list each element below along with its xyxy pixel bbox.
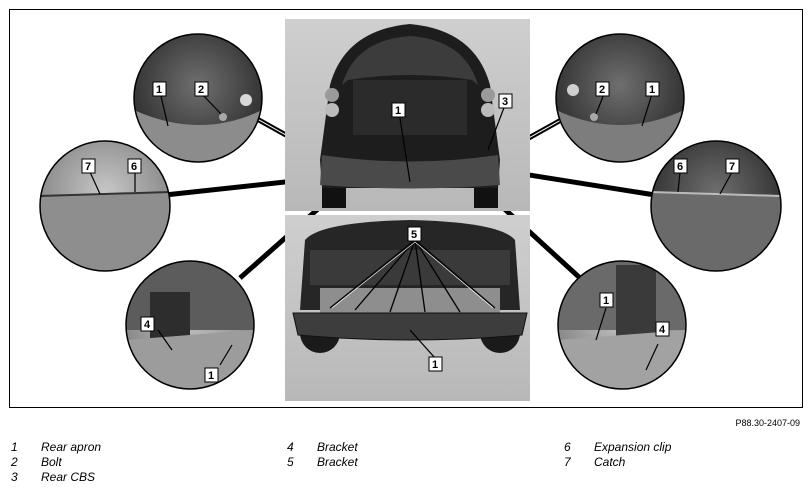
svg-text:6: 6 <box>131 161 137 173</box>
svg-text:5: 5 <box>411 229 417 241</box>
legend-item: 2 Bolt <box>11 455 101 470</box>
svg-text:1: 1 <box>395 105 401 117</box>
svg-text:1: 1 <box>432 359 438 371</box>
callout-1-car-bottom: 1 <box>428 356 443 372</box>
callout-2-top-left: 2 <box>194 81 209 97</box>
callout-1-bottom-left: 1 <box>204 367 219 383</box>
legend-number: 6 <box>564 440 571 454</box>
callout-2-top-right: 2 <box>595 81 610 97</box>
svg-text:4: 4 <box>659 324 666 336</box>
legend-item: 5 Bracket <box>287 455 358 470</box>
svg-text:7: 7 <box>85 161 91 173</box>
legend-column-1: 1 Rear apron 2 Bolt 3 Rear CBS <box>11 440 101 485</box>
callout-1-bottom-right: 1 <box>599 292 614 308</box>
callout-leaders <box>398 104 506 183</box>
legend-item: 3 Rear CBS <box>11 470 101 485</box>
figure-reference-code: P88.30-2407-09 <box>735 418 800 428</box>
underside-view-photo <box>285 215 530 401</box>
svg-text:2: 2 <box>198 84 204 96</box>
legend-number: 4 <box>287 440 294 454</box>
callout-7-mid-right: 7 <box>725 158 740 174</box>
legend-label: Bracket <box>317 440 358 454</box>
svg-text:1: 1 <box>603 295 609 307</box>
legend-label: Rear apron <box>41 440 102 454</box>
svg-text:3: 3 <box>502 96 508 108</box>
svg-text:2: 2 <box>599 84 605 96</box>
callout-5-car-bottom: 5 <box>407 226 422 242</box>
callout-1-car-top: 1 <box>391 102 406 118</box>
callout-4-bottom-left: 4 <box>140 316 155 332</box>
legend-item: 4 Bracket <box>287 440 358 455</box>
legend-label: Catch <box>594 455 626 469</box>
detail-circle-apron-bolt-left <box>133 33 263 163</box>
callout-labels: 1 2 7 6 4 1 1 3 5 1 2 1 6 7 1 4 <box>81 81 740 383</box>
legend-number: 3 <box>11 470 18 484</box>
legend-label: Bracket <box>317 455 358 469</box>
svg-text:1: 1 <box>649 84 655 96</box>
svg-text:1: 1 <box>208 370 214 382</box>
callout-6-mid-right: 6 <box>673 158 688 174</box>
callout-1-top-right: 1 <box>645 81 660 97</box>
callout-4-bottom-right: 4 <box>655 321 670 337</box>
detail-circle-catch-clip-right <box>650 140 782 272</box>
detail-circle-apron-bolt-right <box>555 33 685 163</box>
detail-circle-bracket-right <box>557 260 687 390</box>
rear-view-photo <box>285 19 530 211</box>
legend-column-3: 6 Expansion clip 7 Catch <box>564 440 671 470</box>
callout-1-top-left: 1 <box>152 81 167 97</box>
svg-text:4: 4 <box>144 319 151 331</box>
svg-text:6: 6 <box>677 161 683 173</box>
detail-circle-catch-clip-left <box>39 140 171 272</box>
legend-item: 6 Expansion clip <box>564 440 671 455</box>
callout-7-mid-left: 7 <box>81 158 96 174</box>
legend-number: 5 <box>287 455 294 469</box>
legend-number: 2 <box>11 455 18 469</box>
callout-3-car-top: 3 <box>498 93 513 109</box>
svg-text:1: 1 <box>156 84 162 96</box>
legend-label: Bolt <box>41 455 62 469</box>
legend-number: 1 <box>11 440 18 454</box>
legend-item: 1 Rear apron <box>11 440 101 455</box>
legend-label: Expansion clip <box>594 440 672 454</box>
callout-6-mid-left: 6 <box>127 158 142 174</box>
exploded-diagram: 1 2 7 6 4 1 1 3 5 1 2 1 6 7 1 4 <box>9 9 803 408</box>
legend-number: 7 <box>564 455 571 469</box>
legend-item: 7 Catch <box>564 455 671 470</box>
svg-text:7: 7 <box>729 161 735 173</box>
legend-label: Rear CBS <box>41 470 96 484</box>
